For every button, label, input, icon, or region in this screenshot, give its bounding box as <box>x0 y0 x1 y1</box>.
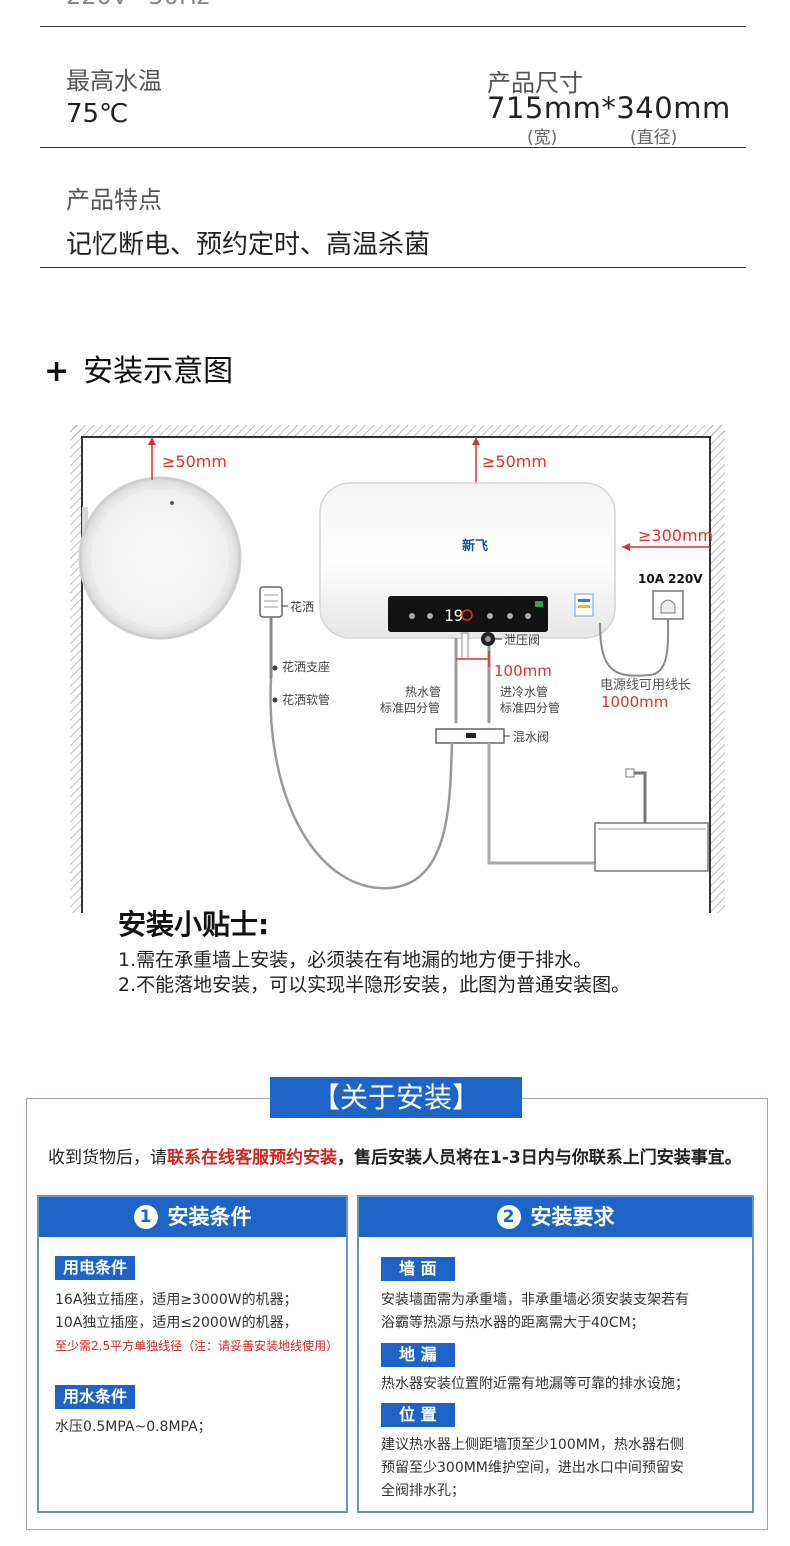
spec-row-temp-size: 最高水温 75℃ 产品尺寸 715mm*340mm (宽) (直径) <box>40 27 746 148</box>
water-pipes <box>454 638 491 723</box>
brand-logo: 新飞 <box>462 538 488 554</box>
wall-line: 浴霸等热源与热水器的距离需大于40CM； <box>381 1315 645 1331</box>
wall-line: 安装墙面需为承重墙，非承重墙必须安装支架若有 <box>381 1292 689 1308</box>
water-conditions-tag: 用水条件 <box>55 1385 136 1409</box>
pipe-gap-arrow: 100mm <box>456 651 552 680</box>
gap-top-label: ≥50mm <box>482 452 547 471</box>
mixing-valve <box>435 728 505 744</box>
position-line: 全阀排水孔； <box>381 1483 465 1499</box>
control-panel <box>388 596 548 632</box>
gap-left-arrow: ≥50mm <box>148 437 227 480</box>
max-temp-label: 最高水温 <box>66 67 162 95</box>
left-wall <box>70 425 82 913</box>
size-diameter-note: (直径) <box>630 128 678 148</box>
about-intro-contact: 联系在线客服预约安装 <box>167 1148 337 1168</box>
hot-pipe-label: 热水管 <box>405 684 441 699</box>
power-condition-line: 10A独立插座，适用≤2000W的机器， <box>55 1315 298 1331</box>
card-install-requirements: 2 安装要求 墙 面 安装墙面需为承重墙，非承重墙必须安装支架若有 浴霸等热源与热… <box>357 1195 754 1513</box>
gap-left-label: ≥50mm <box>162 452 227 471</box>
wall-outline <box>81 436 711 913</box>
position-tag: 位 置 <box>381 1403 455 1427</box>
tip-item: 2.不能落地安装，可以实现半隐形安装，此图为普通安装图。 <box>118 974 631 996</box>
position-line: 预留至少300MM维护空间，进出水口中间预留安 <box>381 1460 684 1476</box>
cord-label: 电源线可用线长 <box>600 678 691 693</box>
max-temp-value: 75℃ <box>66 99 129 129</box>
hot-pipe-spec: 标准四分管 <box>380 700 440 715</box>
shower-holder-label: 花洒支座 <box>282 659 330 674</box>
cold-pipe-spec: 标准四分管 <box>500 700 560 715</box>
display-temp: 19 <box>444 606 463 625</box>
power-condition-line: 16A独立插座，适用≥3000W的机器； <box>55 1292 298 1308</box>
spec-row-voltage: 220V~50Hz <box>40 0 746 27</box>
install-diagram-title-text: 安装示意图 <box>83 354 234 389</box>
step-number-icon: 2 <box>496 1205 521 1229</box>
card-title: 安装条件 <box>167 1205 252 1229</box>
gap-right-label: ≥300mm <box>638 526 713 545</box>
size-width-note: (宽) <box>527 128 558 148</box>
about-heading: 【关于安装】 <box>270 1077 522 1118</box>
shower-hose-label: 花洒软管 <box>282 692 330 707</box>
card-install-requirements-header: 2 安装要求 <box>359 1197 752 1237</box>
card-title: 安装要求 <box>530 1205 615 1229</box>
tips-title: 安装小贴士: <box>118 908 270 941</box>
shower-head-label: 花洒 <box>290 599 314 614</box>
relief-valve-label: 泄压阀 <box>504 633 540 647</box>
about-intro-part2: ，售后安装人员将在1-3日内与你联系上门安装事宜。 <box>337 1148 742 1168</box>
plus-icon: + <box>44 354 70 389</box>
tip-item: 1.需在承重墙上安装，必须装在有地漏的地方便于排水。 <box>118 949 593 971</box>
ceiling-wall <box>70 425 725 437</box>
mixing-valve-label: 混水阀 <box>513 730 549 744</box>
drain-tag: 地 漏 <box>381 1343 455 1367</box>
right-wall <box>710 425 725 913</box>
step-number-icon: 1 <box>133 1205 158 1229</box>
power-socket <box>652 590 684 620</box>
position-line: 建议热水器上侧距墙顶至少100MM，热水器右侧 <box>381 1437 684 1453</box>
about-intro-part1: 收到货物后，请 <box>48 1148 167 1168</box>
features-value: 记忆断电、预约定时、高温杀菌 <box>66 230 431 260</box>
size-label: 产品尺寸 <box>487 69 583 97</box>
install-diagram-title: + 安装示意图 <box>44 346 233 390</box>
spec-row-features: 产品特点 记忆断电、预约定时、高温杀菌 <box>40 148 746 268</box>
card-install-conditions-header: 1 安装条件 <box>39 1197 346 1237</box>
size-value: 715mm*340mm <box>487 91 731 125</box>
shower-hose <box>269 677 454 890</box>
cord-length: 1000mm <box>601 693 668 711</box>
drain-line: 热水器安装位置附近需有地漏等可靠的排水设施； <box>381 1376 689 1392</box>
pipe-gap-label: 100mm <box>494 662 552 680</box>
about-intro: 收到货物后，请联系在线客服预约安装，售后安装人员将在1-3日内与你联系上门安装事… <box>48 1143 742 1168</box>
sink <box>487 743 709 872</box>
voltage-value-partial: 220V~50Hz <box>66 0 210 10</box>
water-heater: 新飞 19 <box>319 482 616 639</box>
water-condition-line: 水压0.5MPA~0.8MPA； <box>55 1419 212 1435</box>
power-conditions-tag: 用电条件 <box>55 1256 136 1280</box>
wall-tag: 墙 面 <box>381 1257 455 1281</box>
round-mirror <box>78 476 242 640</box>
card-install-conditions: 1 安装条件 用电条件 16A独立插座，适用≥3000W的机器； 10A独立插座，… <box>37 1195 348 1513</box>
socket-label: 10A 220V <box>638 572 703 586</box>
shower-head <box>259 586 283 678</box>
power-cord <box>599 618 670 677</box>
power-condition-note: 至少需2.5平方单独线径（注：请妥善安装地线使用） <box>55 1339 339 1353</box>
cold-pipe-label: 进冷水管 <box>500 684 548 699</box>
features-label: 产品特点 <box>66 186 162 214</box>
gap-right-arrow: ≥300mm <box>622 526 713 551</box>
installation-diagram: ≥50mm ≥50mm ≥300mm 新飞 19 10A 220V 电源线可用线… <box>70 425 725 913</box>
gap-top-arrow: ≥50mm <box>472 437 547 483</box>
